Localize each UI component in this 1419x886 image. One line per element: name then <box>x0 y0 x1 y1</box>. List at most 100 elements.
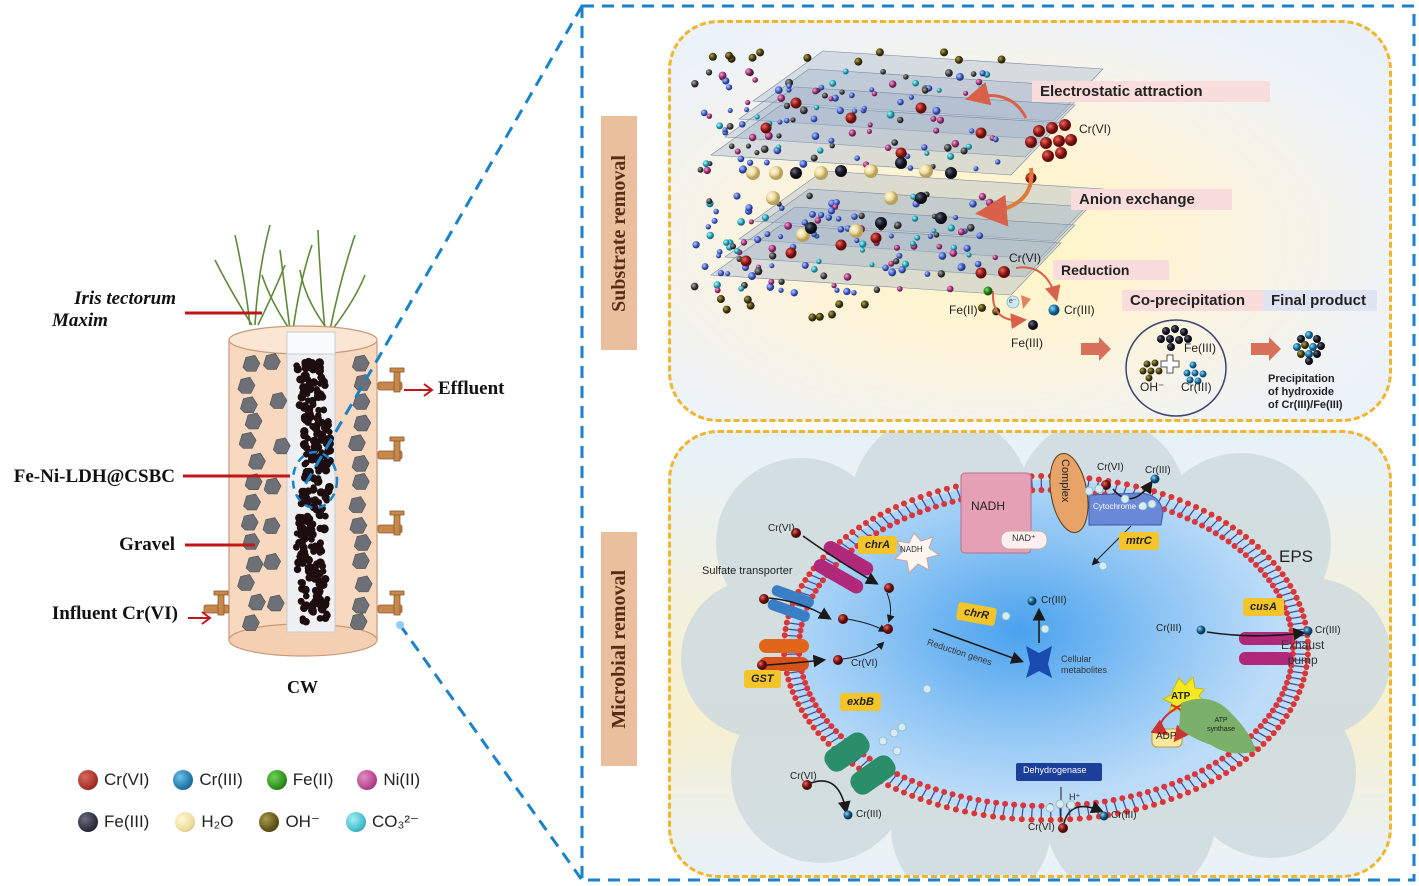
nadh-star <box>893 532 941 575</box>
h-plus-label: H⁺ <box>1069 792 1081 802</box>
plant-label-line2: Maxim <box>52 310 108 331</box>
caption-line: Precipitation <box>1268 373 1335 385</box>
gene-chra: chrA <box>858 536 898 554</box>
cr6-ball <box>998 266 1010 278</box>
substrate-removal-panel: Electrostatic attraction Cr(VI) Anion ex… <box>668 20 1392 422</box>
label-line: synthase <box>1207 726 1236 733</box>
coprecipitation-label: Co-precipitation <box>1122 290 1266 311</box>
atp-synthase-shape <box>1179 698 1256 754</box>
cr6-label: Cr(VI) <box>790 771 817 782</box>
dehydrogenase-label: Dehydrogenase <box>1023 765 1087 775</box>
tap-icon <box>203 367 405 616</box>
sulfate-transporter <box>767 585 814 622</box>
substrate-label: Fe-Ni-LDH@CSBC <box>13 466 175 487</box>
cr3-label: Cr(III) <box>856 809 882 820</box>
legend-item: H₂O <box>175 812 233 832</box>
circle-oh-label: OH⁻ <box>1140 380 1165 394</box>
ni2-ball-icon <box>357 770 378 790</box>
cr3-label: Cr(III) <box>1111 810 1137 821</box>
cr3-label: Cr(III) <box>1315 625 1341 636</box>
oh-ball-icon <box>259 812 280 832</box>
electrostatic-arrow <box>965 81 1028 119</box>
cr3-label: Cr(III) <box>1041 595 1067 606</box>
complex-label: Complex <box>1059 459 1071 503</box>
fe-oxidation-arrow <box>991 290 1027 330</box>
atp-synthase-label: ATP synthase <box>1207 716 1235 734</box>
final-product-cluster <box>1293 331 1325 365</box>
fe2-ball-icon <box>266 770 287 790</box>
microbial-removal-panel: EPS Sulfate transporter NADH NADH NAD⁺ C… <box>668 430 1392 878</box>
legend-label: Fe(II) <box>292 770 334 789</box>
eps-label: EPS <box>1279 547 1314 566</box>
exhaust-pump-label: Exhaust pump <box>1281 638 1324 668</box>
final-product-caption: Precipitation of hydroxide of Cr(III)/Fe… <box>1268 373 1343 412</box>
dehydrogenase-box <box>1016 763 1102 781</box>
cr6-label: Cr(VI) <box>768 523 795 534</box>
electron-ball <box>1006 295 1020 309</box>
legend-item: CO₃²⁻ <box>345 812 419 832</box>
atp-label: ATP <box>1171 691 1191 702</box>
gene-gst: GST <box>744 670 781 688</box>
legend-item: Cr(VI) <box>78 770 149 790</box>
gene-exbb: exbB <box>840 693 881 711</box>
legend-row-2: Fe(III) H₂O OH⁻ CO₃²⁻ <box>78 812 478 832</box>
sulfate-transporter-label: Sulfate transporter <box>702 565 793 577</box>
circle-cr3-label: Cr(III) <box>1181 380 1212 394</box>
flow-arrows <box>188 383 434 625</box>
anion-exchange-arrow <box>975 167 1034 227</box>
circle-fe3-label: Fe(III) <box>1184 341 1216 355</box>
constructed-wetland-column <box>0 220 560 700</box>
legend-item: Fe(II) <box>266 770 334 790</box>
label-line: metabolites <box>1061 665 1108 675</box>
ion-flows <box>766 480 1307 824</box>
microbial-removal-tab: Microbial removal <box>601 532 637 766</box>
gravel-label: Gravel <box>119 534 175 555</box>
zoom-frame <box>580 4 1416 882</box>
label-line: ATP <box>1214 717 1228 724</box>
cr6-ball-icon <box>78 770 98 790</box>
fe3-ball-icon <box>78 812 98 832</box>
cr6-label: Cr(VI) <box>851 658 878 669</box>
nad-plus-label: NAD⁺ <box>1012 533 1036 543</box>
legend-row-1: Cr(VI) Cr(III) Fe(II) Ni(II) <box>78 770 478 790</box>
substrate-removal-tab: Substrate removal <box>601 116 637 350</box>
reduction-label: Reduction <box>1053 260 1169 280</box>
label-line: pump <box>1287 653 1318 667</box>
influent-label: Influent Cr(VI) <box>51 603 178 624</box>
fe2-label: Fe(II) <box>949 303 978 317</box>
electron-label: e⁻ <box>1009 298 1017 305</box>
nadh-star-label: NADH <box>900 545 923 554</box>
gene-mtrc: mtrC <box>1119 532 1159 550</box>
chra-transporter <box>813 541 874 594</box>
plant-label-line1: Iris tectorum <box>74 288 176 309</box>
cr3-label: Cr(III) <box>1064 303 1095 317</box>
co3-ball-icon <box>345 812 366 832</box>
label-line: Exhaust <box>1281 638 1325 652</box>
column-caption: CW <box>287 677 318 697</box>
ldh-structure-illustration <box>690 48 1325 417</box>
final-product-label: Final product <box>1263 290 1377 311</box>
adp-label: ADP <box>1156 731 1177 742</box>
column-illustration <box>183 224 434 657</box>
effluent-label: Effluent <box>438 378 505 399</box>
cr6-label: Cr(VI) <box>1097 462 1124 473</box>
cr6-reduction-label: Cr(VI) <box>1009 251 1041 265</box>
metabolite-icon <box>1026 646 1052 678</box>
cellular-metabolites-label: Cellular metabolites <box>1061 654 1107 676</box>
fe3-label: Fe(III) <box>1011 336 1043 350</box>
legend-label: Cr(VI) <box>104 770 150 789</box>
cr6-balls <box>757 480 1111 833</box>
legend-label: Ni(II) <box>383 770 421 789</box>
nadh-box-label: NADH <box>971 499 1006 513</box>
fe3-ball <box>1028 320 1038 330</box>
legend-item: Ni(II) <box>357 770 420 790</box>
legend-label: Cr(III) <box>199 770 243 789</box>
plant-label: Iris tectorum Maxim <box>40 288 176 332</box>
nad-plus-pill <box>1000 530 1048 550</box>
substrate-removal-title: Substrate removal <box>607 154 630 312</box>
legend-label: CO₃²⁻ <box>371 812 419 831</box>
cytochrome-label: Cytochrome c <box>1093 502 1143 511</box>
cr3-label: Cr(III) <box>1145 465 1171 476</box>
label-line: Cellular <box>1061 654 1092 664</box>
